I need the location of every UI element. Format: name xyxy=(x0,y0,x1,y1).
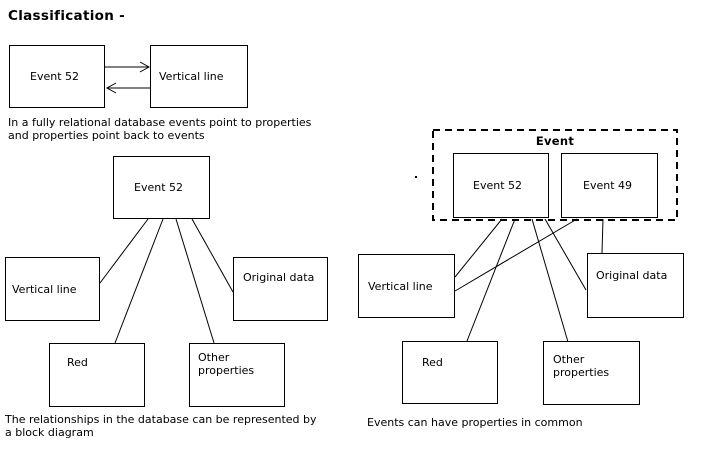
node-label: Event 52 xyxy=(134,181,184,194)
node-label: Other properties xyxy=(198,351,255,377)
connector-block-event52-verticalline xyxy=(99,218,149,284)
node-block-other-properties: Other properties xyxy=(189,343,285,407)
stray-dot xyxy=(415,176,417,178)
connector-block-event52-red xyxy=(114,218,164,344)
connector-common-event52-otherproperties xyxy=(531,218,569,343)
page-title: Classification - xyxy=(8,8,126,24)
node-label: Event 49 xyxy=(583,179,633,192)
caption-relational: In a fully relational database events po… xyxy=(8,116,312,142)
connector-common-event52-originaldata xyxy=(544,218,587,291)
event-group-dashed-border xyxy=(432,129,678,221)
node-label: Red xyxy=(422,356,443,369)
node-relational-vertical-line: Vertical line xyxy=(150,45,248,108)
node-relational-event52: Event 52 xyxy=(9,45,105,108)
node-label: Vertical line xyxy=(12,282,77,296)
connector-block-event52-originaldata xyxy=(191,218,234,293)
node-label: Original data xyxy=(596,269,668,282)
node-block-red: Red xyxy=(49,343,145,407)
connector-common-event52-verticalline xyxy=(454,218,503,278)
caption-common: Events can have properties in common xyxy=(367,416,583,429)
connector-common-event52-red xyxy=(466,218,516,342)
node-label: Vertical line xyxy=(368,279,433,293)
node-label: Event 52 xyxy=(30,70,80,83)
node-common-red: Red xyxy=(402,341,498,404)
node-common-original-data: Original data xyxy=(587,253,684,318)
node-common-event52: Event 52 xyxy=(453,153,549,218)
node-label: Original data xyxy=(243,271,315,284)
node-label: Other properties xyxy=(553,353,610,379)
node-common-vertical-line: Vertical line xyxy=(358,254,455,318)
connector-common-event49-verticalline xyxy=(454,218,578,292)
node-common-event49: Event 49 xyxy=(561,153,658,218)
arrowhead-right-icon xyxy=(139,61,151,73)
connector-block-event52-otherproperties xyxy=(175,218,215,344)
node-block-original-data: Original data xyxy=(233,257,328,321)
connector-common-event49-originaldata xyxy=(601,218,604,254)
caption-block: The relationships in the database can be… xyxy=(5,413,317,439)
node-label: Event 52 xyxy=(473,179,523,192)
arrowhead-left-icon xyxy=(105,82,117,94)
node-label: Vertical line xyxy=(159,70,224,83)
node-common-other-properties: Other properties xyxy=(543,341,640,405)
event-group-label: Event xyxy=(535,134,575,148)
node-block-vertical-line: Vertical line xyxy=(5,257,100,321)
node-label: Red xyxy=(67,356,88,369)
node-block-event52: Event 52 xyxy=(113,156,210,219)
